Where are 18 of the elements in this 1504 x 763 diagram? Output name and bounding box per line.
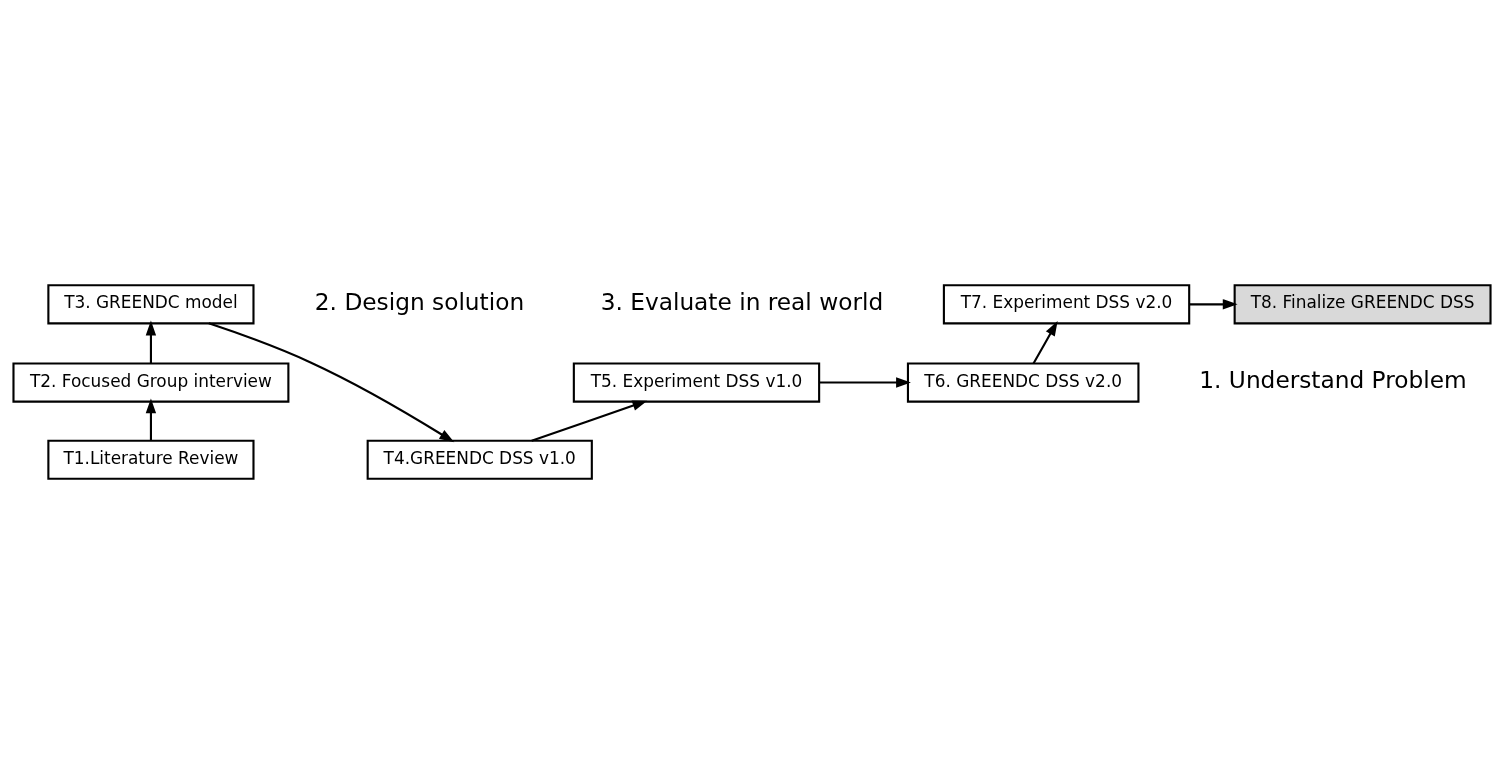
arrow <box>819 377 911 388</box>
node-box: T1.Literature Review <box>47 439 255 480</box>
label: 1. Understand Problem <box>1199 366 1467 394</box>
arrow <box>145 320 157 364</box>
arrow <box>145 398 157 441</box>
label: 2. Design solution <box>314 288 525 316</box>
node-box: T3. GREENDC model <box>47 284 255 325</box>
node-box: T5. Experiment DSS v1.0 <box>572 362 821 403</box>
node-box: T7. Experiment DSS v2.0 <box>942 284 1191 325</box>
node-box: T2. Focused Group interview <box>12 362 290 403</box>
arrow <box>208 322 455 443</box>
node-box: T4.GREENDC DSS v1.0 <box>366 439 593 480</box>
label: 3. Evaluate in real world <box>600 288 884 316</box>
node-box: T6. GREENDC DSS v2.0 <box>906 362 1140 403</box>
arrow <box>1189 299 1238 310</box>
arrow <box>1032 321 1058 364</box>
node-box: T8. Finalize GREENDC DSS <box>1233 284 1492 325</box>
arrow <box>531 400 648 442</box>
